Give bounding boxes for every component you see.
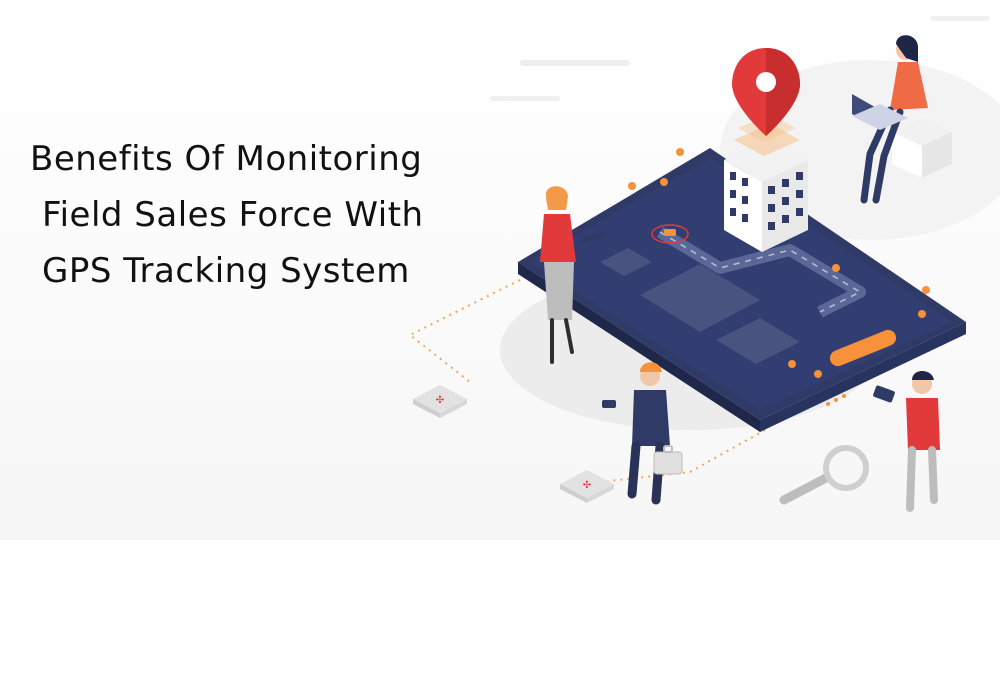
woman-with-tablet-figure (540, 186, 606, 364)
woman-with-laptop-figure (852, 35, 952, 204)
office-building-icon (724, 114, 808, 252)
laptop-icon (852, 94, 908, 130)
title-line-3: GPS Tracking System (42, 250, 410, 291)
bg-streak (930, 16, 990, 21)
man-with-briefcase-figure (602, 362, 683, 505)
hero-banner: Benefits Of Monitoring Field Sales Force… (0, 0, 1000, 540)
map-tree-icon (628, 148, 930, 378)
map-pin-icon (732, 48, 800, 136)
svg-text:✣: ✣ (583, 480, 591, 491)
gps-tracking-illustration: ✣ ✣ (408, 16, 1000, 512)
dotted-route-lines (408, 279, 766, 483)
briefcase-icon (653, 445, 683, 475)
svg-text:✣: ✣ (436, 395, 444, 406)
location-target-icon: ✣ (413, 385, 467, 418)
man-with-phone-figure (873, 371, 940, 512)
map-accent-bar (829, 329, 897, 367)
title-line-1: Benefits Of Monitoring (30, 138, 423, 179)
smartphone-icon (873, 385, 895, 403)
page-title: Benefits Of Monitoring Field Sales Force… (30, 131, 450, 299)
bg-streak (490, 96, 560, 101)
magnifying-glass-icon (779, 445, 869, 505)
location-target-icon: ✣ (560, 470, 614, 503)
bg-streak (520, 60, 630, 66)
smartphone-map-platform (518, 148, 966, 432)
title-line-2: Field Sales Force With (42, 194, 424, 235)
